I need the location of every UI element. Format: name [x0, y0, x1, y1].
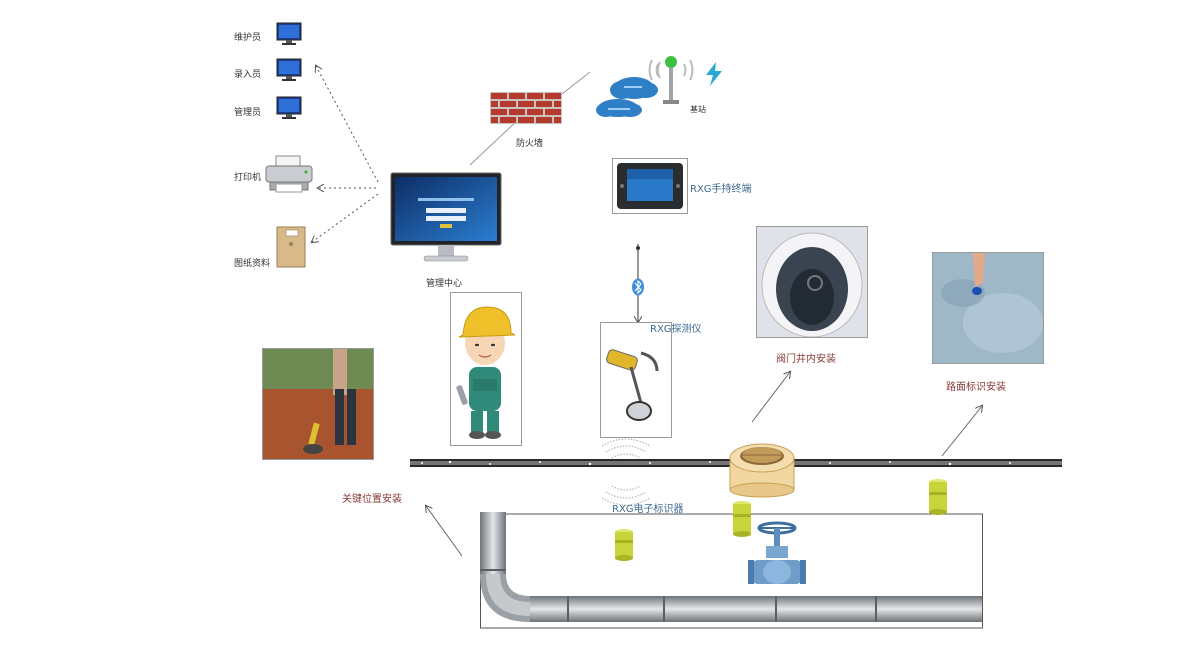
valve-well-photo: [756, 226, 868, 338]
link-cloud: [561, 71, 591, 95]
key-position-photo: [262, 348, 374, 460]
pipe-icon: [480, 512, 982, 622]
marker-label: RXG电子标识器: [612, 504, 684, 515]
management-center-label: 管理中心: [426, 279, 463, 289]
marker-icon: [615, 529, 633, 561]
manhole-icon: [757, 227, 867, 337]
marker-icon: [733, 501, 751, 537]
detector-image: [600, 322, 672, 438]
handheld-terminal-image: [612, 158, 688, 214]
arrow-road-surface: [941, 406, 982, 457]
marker-icon: [929, 479, 947, 515]
handheld-terminal-label: RXG手持终端: [690, 184, 752, 195]
entry-clerk-label: 录入员: [234, 70, 262, 80]
detector-icon: [606, 349, 659, 421]
underground-section: [480, 512, 983, 629]
lightning-icon: [706, 62, 722, 86]
road-surface-image: [933, 253, 1043, 363]
worker-icon: [456, 306, 516, 439]
valve-well-label: 阀门井内安装: [776, 354, 836, 365]
monitor-icon: [276, 96, 302, 119]
signal-wave-icon: [601, 438, 651, 506]
link-users: [316, 66, 379, 183]
base-station-label: 基站: [690, 105, 706, 114]
arrow-key-position: [426, 506, 463, 557]
folder-icon: [276, 226, 306, 268]
manhole-ring-icon: [729, 443, 795, 498]
link-drawings: [312, 193, 379, 242]
monitor-icon: [276, 58, 302, 81]
detector-label: RXG探测仪: [650, 324, 702, 335]
bluetooth-icon: [632, 278, 644, 296]
road-surface-label: 路面标识安装: [946, 382, 1006, 393]
management-center-monitor: [390, 172, 502, 262]
firewall-icon: [490, 92, 562, 124]
printer-icon: [265, 155, 313, 193]
antenna-icon: [648, 56, 694, 104]
printer-label: 打印机: [234, 173, 262, 183]
road-surface-photo: [932, 252, 1044, 364]
monitor-icon: [276, 22, 302, 45]
link-firewall: [469, 117, 521, 166]
cloud-icon: [596, 77, 658, 117]
maintainer-label: 维护员: [234, 33, 262, 43]
valve-icon: [748, 521, 806, 584]
key-position-label: 关键位置安装: [342, 494, 402, 505]
worker-image: [450, 292, 522, 446]
tablet-icon: [617, 163, 683, 209]
firewall-label: 防火墙: [516, 139, 544, 149]
administrator-label: 管理员: [234, 108, 262, 118]
drawings-label: 图纸资料: [234, 259, 271, 269]
key-position-image: [263, 349, 373, 459]
arrow-valve-well: [751, 372, 790, 423]
